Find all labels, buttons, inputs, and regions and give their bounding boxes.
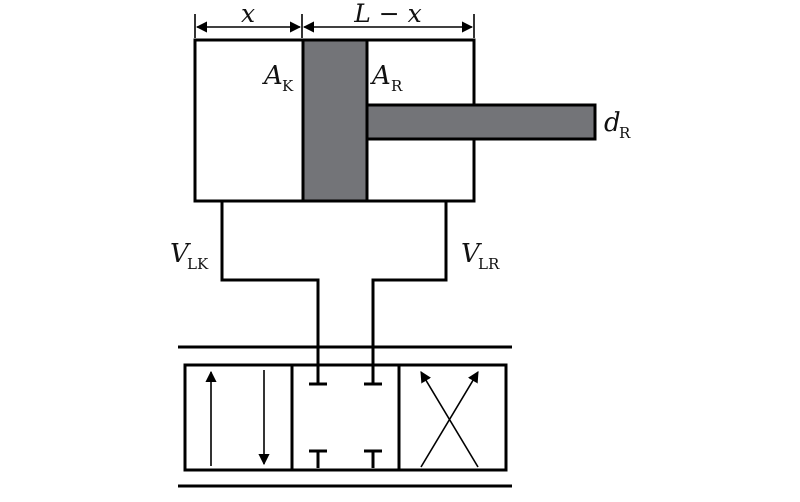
dim-lx-label: L − x bbox=[353, 0, 422, 28]
rod-diameter-label: d R bbox=[604, 108, 631, 142]
a-r-sub: R bbox=[391, 77, 403, 95]
v-lr-main: V bbox=[461, 239, 482, 269]
valve-body bbox=[183, 363, 508, 472]
directional-valve bbox=[183, 363, 508, 472]
v-lk-sub: LK bbox=[187, 255, 209, 273]
volume-label-lk: V LK bbox=[170, 239, 209, 273]
valve-middle-blocked-ports bbox=[309, 367, 382, 468]
dimension-lines: x L − x bbox=[194, 0, 475, 38]
line-lk bbox=[220, 201, 320, 370]
v-lk-main: V bbox=[170, 239, 191, 269]
a-k-sub: K bbox=[282, 77, 294, 95]
area-label-r: A R bbox=[370, 61, 403, 95]
d-r-sub: R bbox=[619, 124, 631, 142]
d-r-main: d bbox=[604, 108, 621, 138]
v-lr-sub: LR bbox=[478, 255, 500, 273]
valve-right-arrow-cross-2 bbox=[420, 371, 479, 468]
volume-label-lr: V LR bbox=[461, 239, 500, 273]
a-r-main: A bbox=[370, 61, 391, 91]
a-k-main: A bbox=[262, 61, 283, 91]
line-lr bbox=[371, 201, 448, 370]
piston bbox=[301, 38, 369, 203]
dim-x-label: x bbox=[241, 0, 255, 28]
area-label-k: A K bbox=[262, 61, 294, 95]
piston-rod bbox=[365, 103, 597, 141]
